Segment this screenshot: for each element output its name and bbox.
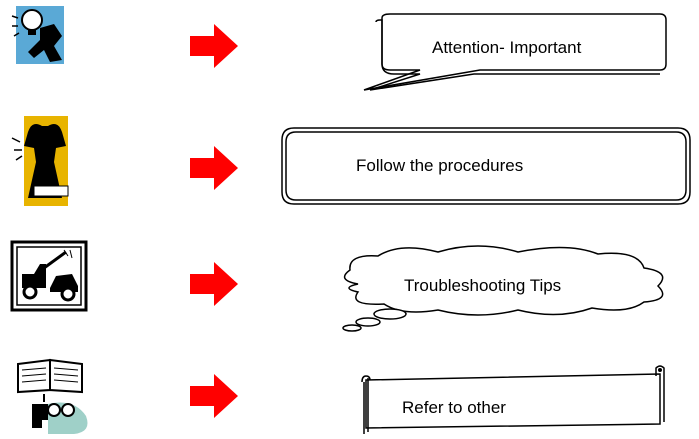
callout-label: Follow the procedures [356,156,524,175]
thought-cloud-callout [328,244,678,334]
scroll-callout [356,365,668,436]
speech-bubble-callout [360,10,670,92]
callout-label: Refer to other [402,398,506,417]
right-arrow-icon [190,146,240,190]
callout-label: Troubleshooting Tips [404,276,562,295]
callout-label: Attention- Important [432,38,582,57]
lightbulb-figure-icon [10,6,80,66]
tow-truck-icon [10,240,88,312]
muscle-figure-icon [10,112,80,210]
right-arrow-icon [190,24,240,68]
right-arrow-icon [190,262,240,306]
right-arrow-icon [190,374,240,418]
book-reader-icon [14,356,94,436]
double-border-callout [280,126,694,206]
